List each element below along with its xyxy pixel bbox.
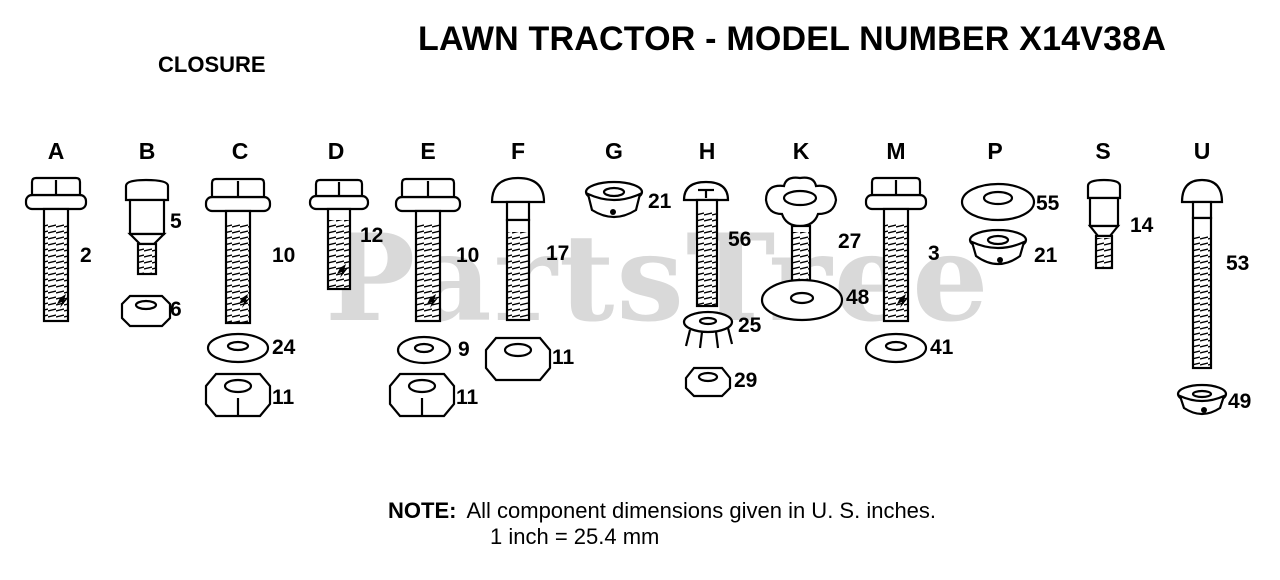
part-d-hex-flange-bolt[interactable]	[308, 178, 370, 291]
dimension-note: NOTE: All component dimensions given in U…	[388, 498, 937, 549]
callout-number[interactable]: 11	[552, 346, 575, 369]
column-letter-p: P	[987, 138, 1003, 164]
column-letter-c: C	[231, 138, 249, 164]
part-f-carriage-bolt[interactable]	[490, 176, 546, 322]
callout-number[interactable]: 21	[648, 190, 672, 213]
part-p-lock-nut[interactable]	[968, 228, 1028, 266]
callout-number[interactable]: 11	[456, 386, 479, 409]
note-line-1: All component dimensions given in U. S. …	[466, 498, 937, 523]
part-f-hex-nut[interactable]	[484, 336, 552, 382]
note-line-2: 1 inch = 25.4 mm	[490, 524, 660, 549]
callout-number[interactable]: 56	[728, 228, 752, 251]
column-letter-s: S	[1095, 138, 1111, 164]
note-label: NOTE:	[388, 498, 457, 523]
diagram-subtitle: CLOSURE	[158, 52, 266, 77]
part-u-carriage-bolt[interactable]	[1180, 178, 1224, 370]
part-h-lock-washer[interactable]	[682, 310, 734, 349]
part-m-flat-washer[interactable]	[864, 332, 928, 364]
part-c-hex-flange-bolt[interactable]	[204, 177, 272, 325]
callout-number[interactable]: 49	[1228, 390, 1252, 413]
part-p-flat-washer[interactable]	[960, 182, 1036, 222]
part-m-hex-flange-bolt[interactable]	[864, 176, 928, 323]
callout-number[interactable]: 10	[456, 244, 480, 267]
part-e-hex-flange-bolt[interactable]	[394, 177, 462, 323]
callout-number[interactable]: 27	[838, 230, 862, 253]
callout-number[interactable]: 24	[272, 336, 296, 359]
diagram-title: LAWN TRACTOR - MODEL NUMBER X14V38A	[418, 20, 1167, 58]
part-c-flat-washer[interactable]	[206, 332, 270, 364]
column-letter-g: G	[605, 138, 623, 164]
column-letter-f: F	[510, 138, 526, 164]
callout-number[interactable]: 9	[458, 338, 470, 361]
part-c-hex-nut[interactable]	[204, 372, 272, 418]
callout-number[interactable]: 29	[734, 369, 758, 392]
callout-number[interactable]: 11	[272, 386, 295, 409]
part-u-lock-nut[interactable]	[1176, 383, 1228, 416]
part-s-shoulder-bolt[interactable]	[1086, 178, 1122, 270]
part-b-lock-nut[interactable]	[120, 294, 172, 328]
column-letter-h: H	[698, 138, 716, 164]
callout-number[interactable]: 5	[170, 210, 182, 233]
callout-number[interactable]: 48	[846, 286, 870, 309]
column-letter-u: U	[1193, 138, 1211, 164]
column-letter-m: M	[886, 138, 906, 164]
column-letter-e: E	[420, 138, 436, 164]
callout-number[interactable]: 41	[930, 336, 954, 359]
callout-number[interactable]: 2	[80, 244, 92, 267]
part-h-slotted-screw[interactable]	[682, 180, 730, 308]
callout-number[interactable]: 17	[546, 242, 570, 265]
callout-number[interactable]: 10	[272, 244, 296, 267]
callout-number[interactable]: 53	[1226, 252, 1250, 275]
part-e-flat-washer[interactable]	[396, 335, 452, 365]
callout-number[interactable]: 6	[170, 298, 182, 321]
callout-number[interactable]: 3	[928, 242, 940, 265]
callout-number[interactable]: 21	[1034, 244, 1058, 267]
column-letter-d: D	[327, 138, 345, 164]
part-k-flat-washer[interactable]	[760, 278, 844, 322]
callout-number[interactable]: 14	[1130, 214, 1154, 237]
part-a-hex-flange-bolt[interactable]	[24, 176, 88, 323]
part-h-hex-nut[interactable]	[684, 366, 732, 398]
callout-number[interactable]: 55	[1036, 192, 1060, 215]
column-letter-b: B	[138, 138, 156, 164]
callout-number[interactable]: 12	[360, 224, 384, 247]
callout-number[interactable]: 25	[738, 314, 762, 337]
part-b-shoulder-bolt[interactable]	[124, 178, 170, 276]
part-g-lock-nut[interactable]	[584, 180, 644, 219]
part-e-hex-nut[interactable]	[388, 372, 456, 418]
column-letter-k: K	[792, 138, 810, 164]
part-k-star-knob[interactable]	[764, 176, 838, 284]
column-letter-a: A	[47, 138, 65, 164]
